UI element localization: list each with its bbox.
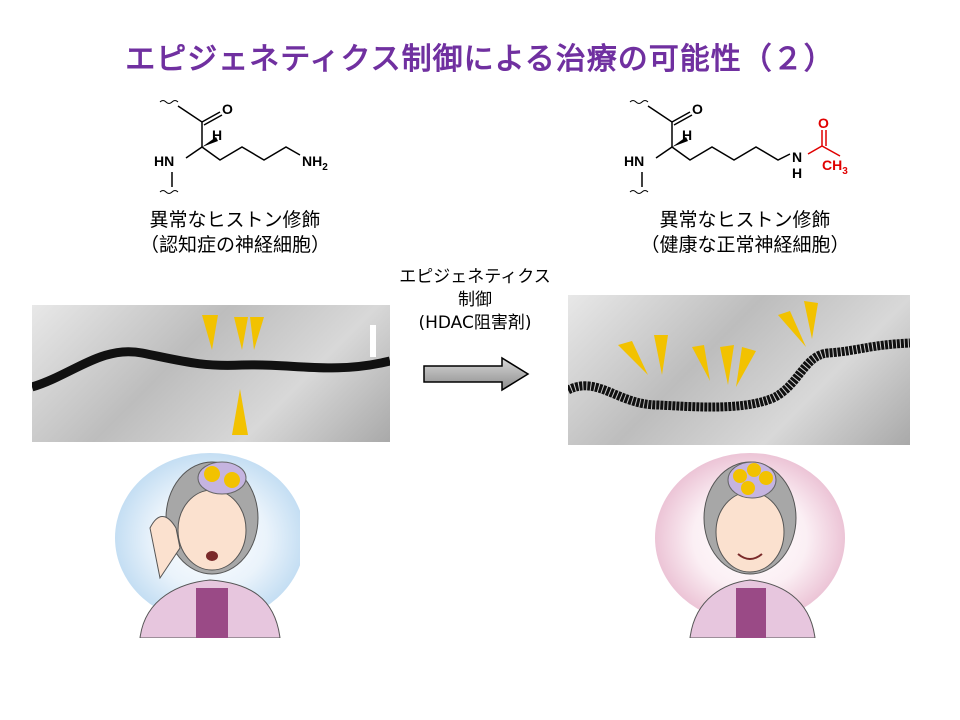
acetyl-oxygen-label: O bbox=[818, 115, 829, 131]
slide-title: エピジェネティクス制御による治療の可能性（２） bbox=[125, 42, 835, 77]
dementia-neuron-micrograph bbox=[32, 305, 390, 442]
right-caption: 異常なヒストン修飾 （健康な正常神経細胞） bbox=[620, 208, 870, 258]
lysine-structure: O H HN NH2 bbox=[154, 100, 328, 194]
hn-label: HN bbox=[624, 153, 644, 169]
treatment-label-line2: 制御 bbox=[458, 290, 492, 310]
arrow-markers bbox=[618, 301, 818, 387]
happy-elderly-woman-illustration bbox=[655, 453, 845, 638]
oxygen-label: O bbox=[692, 101, 703, 117]
hydrogen-label: H bbox=[212, 127, 222, 143]
treatment-label-line3: (HDAC阻害剤) bbox=[418, 313, 532, 333]
oxygen-label: O bbox=[222, 101, 233, 117]
hn-label: HN bbox=[154, 153, 174, 169]
treatment-label-line1: エピジェネティクス bbox=[399, 267, 551, 287]
left-caption-line1: 異常なヒストン修飾 bbox=[149, 209, 321, 231]
hydrogen-label: H bbox=[682, 127, 692, 143]
left-caption: 異常なヒストン修飾 （認知症の神経細胞） bbox=[110, 208, 360, 258]
ch3-label: CH3 bbox=[822, 157, 848, 177]
amide-h-label: H bbox=[792, 165, 802, 181]
confused-elderly-woman-illustration bbox=[115, 453, 300, 638]
right-arrow-icon bbox=[423, 356, 530, 392]
treatment-label: エピジェネティクス 制御 (HDAC阻害剤) bbox=[385, 266, 565, 335]
healthy-neuron-micrograph bbox=[568, 295, 910, 445]
acetyl-lysine-structure: O H HN N H O CH3 bbox=[624, 100, 848, 194]
arrow-markers bbox=[202, 315, 264, 435]
nh2-label: NH2 bbox=[302, 153, 328, 173]
amide-n-label: N bbox=[792, 149, 802, 165]
right-caption-line2: （健康な正常神経細胞） bbox=[640, 234, 850, 256]
right-caption-line1: 異常なヒストン修飾 bbox=[659, 209, 831, 231]
left-caption-line2: （認知症の神経細胞） bbox=[139, 234, 330, 256]
